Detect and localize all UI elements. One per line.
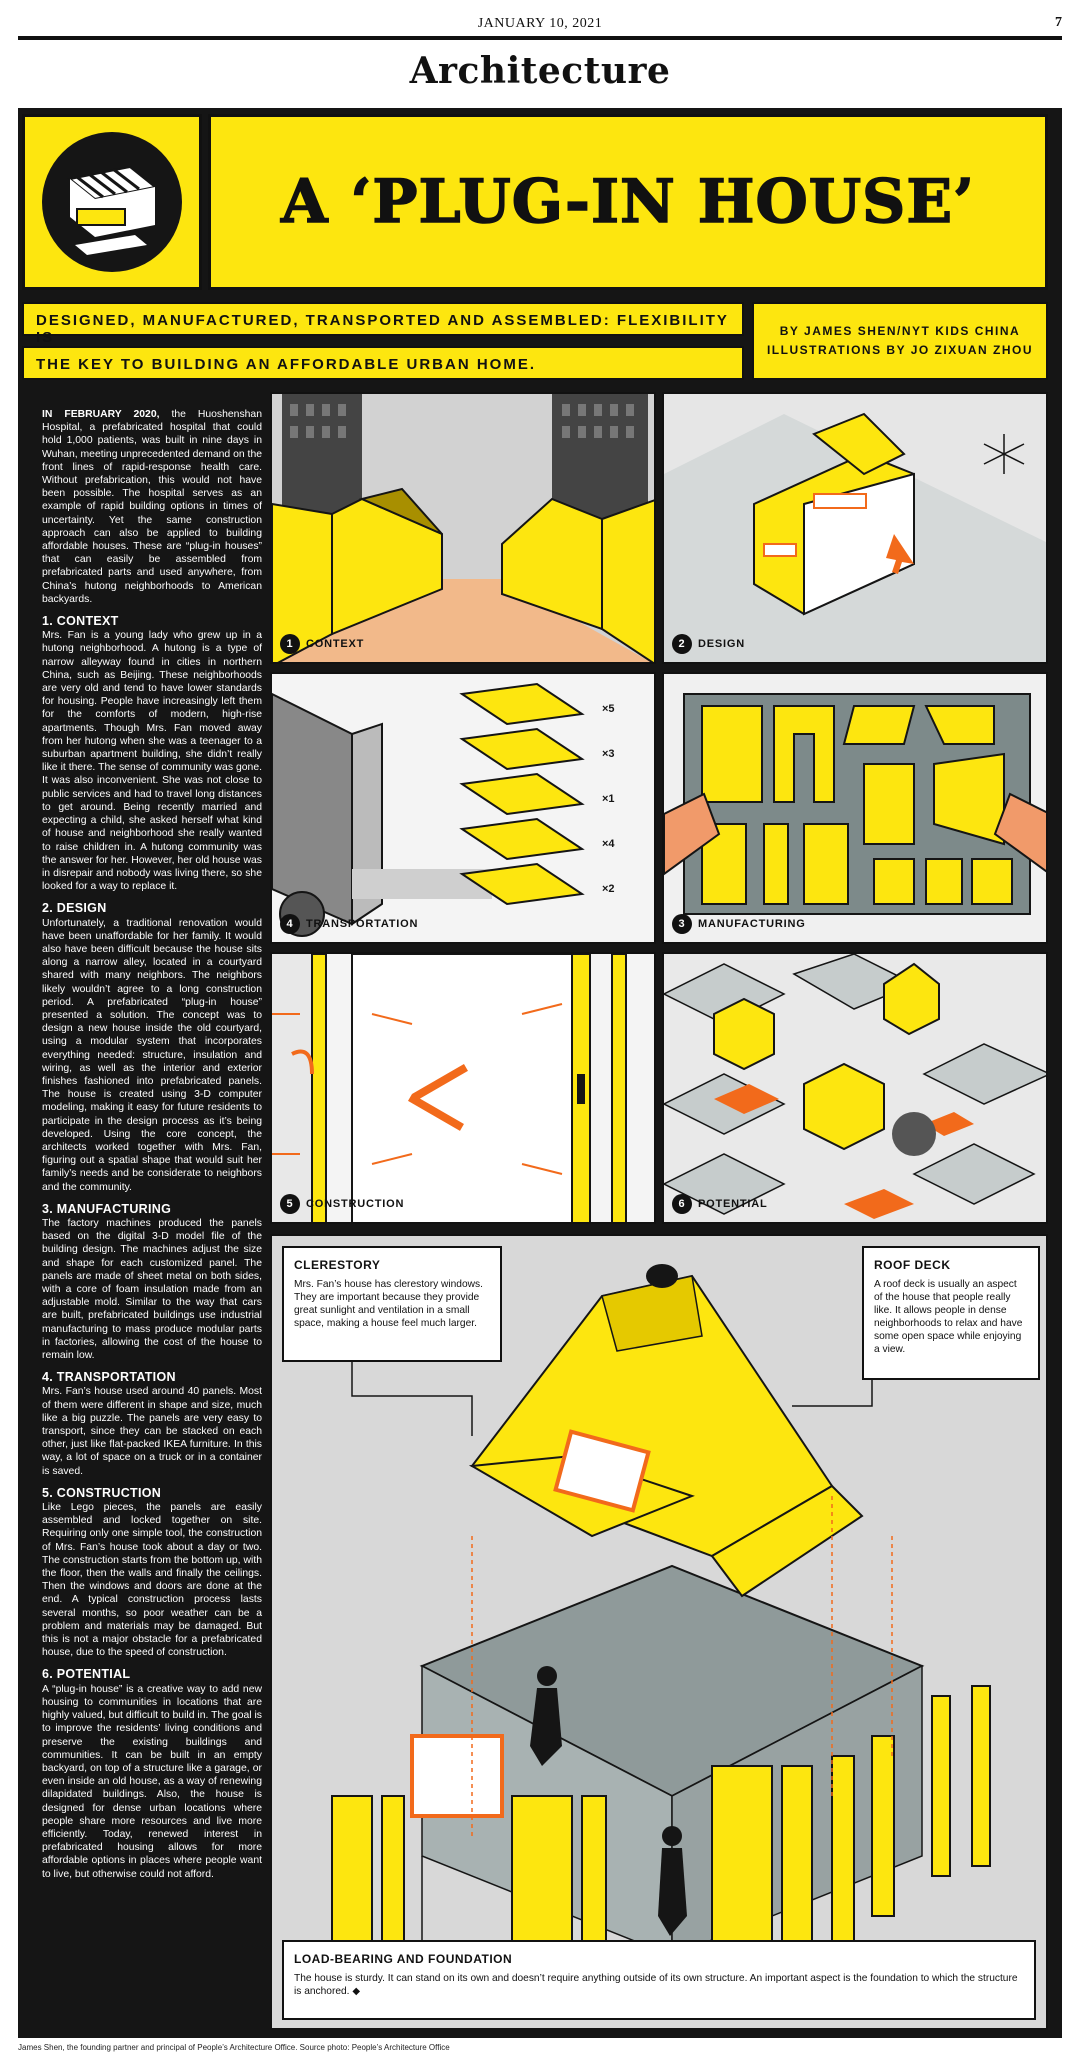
panel-title: DESIGN — [698, 638, 745, 650]
article-text-column: IN FEBRUARY 2020, the Huoshenshan Hospit… — [42, 408, 262, 2038]
panel-manufacturing: 3 MANUFACTURING — [662, 672, 1048, 944]
intro-paragraph: IN FEBRUARY 2020, the Huoshenshan Hospit… — [42, 408, 262, 606]
section-heading: 1. CONTEXT — [42, 614, 119, 629]
panel-title: POTENTIAL — [698, 1198, 768, 1210]
byline-illustrator: ILLUSTRATIONS BY JO ZIXUAN ZHOU — [766, 343, 1034, 357]
subtitle-line-2: THE KEY TO BUILDING AN AFFORDABLE URBAN … — [22, 346, 744, 380]
panel-number: 4 — [280, 914, 300, 934]
bird-icon — [646, 1264, 678, 1288]
callout-heading: ROOF DECK — [874, 1258, 951, 1272]
stack-count: ×5 — [602, 703, 615, 715]
section-heading: 4. TRANSPORTATION — [42, 1370, 176, 1385]
headline: A ‘PLUG-IN HOUSE’ — [280, 166, 975, 238]
section-body: Mrs. Fan is a young lady who grew up in … — [42, 630, 262, 893]
masthead: JANUARY 10, 2021 7 — [18, 12, 1062, 40]
panel-title: CONTEXT — [306, 638, 365, 650]
worker-figure-icon — [530, 1666, 562, 1766]
intro-lead: IN FEBRUARY 2020, — [42, 409, 160, 420]
panel-title: MANUFACTURING — [698, 918, 806, 930]
page-number: 7 — [1055, 15, 1062, 30]
panel-number: 5 — [280, 1194, 300, 1214]
hand-icon — [664, 792, 721, 876]
exploded-house-panel: CLERESTORY Mrs. Fan’s house has cleresto… — [270, 1234, 1048, 2030]
subtitle-line-1: DESIGNED, MANUFACTURED, TRANSPORTED AND … — [22, 302, 744, 346]
neighborhood-illustration — [664, 954, 1046, 1222]
section-body: A “plug-in house” is a creative way to a… — [42, 1683, 262, 1880]
section-title: Architecture — [409, 50, 671, 92]
panel-label: 2 DESIGN — [672, 634, 745, 654]
panel-number: 2 — [672, 634, 692, 654]
byline-box: BY JAMES SHEN/NYT KIDS CHINA ILLUSTRATIO… — [752, 302, 1048, 380]
truck-panels-illustration: ×5 ×3 ×1 ×4 ×2 — [272, 674, 654, 942]
panel-label: 3 MANUFACTURING — [672, 914, 806, 934]
panel-label: 6 POTENTIAL — [672, 1194, 768, 1214]
callout-body: A roof deck is usually an aspect of the … — [874, 1279, 1023, 1355]
callout-foundation: LOAD-BEARING AND FOUNDATION The house is… — [282, 1940, 1036, 2020]
section-body: The factory machines produced the panels… — [42, 1217, 262, 1362]
byline-author: BY JAMES SHEN/NYT KIDS CHINA — [779, 324, 1021, 338]
callout-clerestory: CLERESTORY Mrs. Fan’s house has cleresto… — [282, 1246, 502, 1362]
panel-potential: 6 POTENTIAL — [662, 952, 1048, 1224]
callout-heading: CLERESTORY — [294, 1258, 381, 1272]
panel-number: 6 — [672, 1194, 692, 1214]
callout-body: The house is sturdy. It can stand on its… — [294, 1973, 1018, 1997]
intro-body: the Huoshenshan Hospital, a prefabricate… — [42, 409, 262, 605]
worker-figure-icon — [658, 1826, 687, 1936]
callout-heading: LOAD-BEARING AND FOUNDATION — [294, 1952, 513, 1966]
hutong-alley-illustration — [272, 394, 654, 662]
panel-title: TRANSPORTATION — [306, 918, 419, 930]
wrench-icon — [291, 1049, 314, 1075]
bracket-icon — [408, 1064, 468, 1131]
callout-body: Mrs. Fan’s house has clerestory windows.… — [294, 1279, 483, 1329]
house-module-icon — [42, 132, 182, 272]
title-banner: A ‘PLUG-IN HOUSE’ — [208, 114, 1048, 290]
axis-icon — [983, 434, 1025, 474]
panel-design: 2 DESIGN — [662, 392, 1048, 664]
section-body: Unfortunately, a traditional renovation … — [42, 917, 262, 1193]
section-heading: 2. DESIGN — [42, 901, 107, 916]
panel-assembly-illustration — [272, 954, 654, 1222]
stack-count: ×4 — [602, 838, 615, 850]
panel-construction: 5 CONSTRUCTION — [270, 952, 656, 1224]
3d-model-illustration — [664, 394, 1046, 662]
panel-context: 1 CONTEXT — [270, 392, 656, 664]
panel-label: 1 CONTEXT — [280, 634, 364, 654]
photo-credit: James Shen, the founding partner and pri… — [18, 2043, 450, 2052]
section-heading: 3. MANUFACTURING — [42, 1201, 172, 1216]
logo-box — [22, 114, 202, 290]
panel-number: 1 — [280, 634, 300, 654]
panel-label: 4 TRANSPORTATION — [280, 914, 418, 934]
panel-label: 5 CONSTRUCTION — [280, 1194, 404, 1214]
stack-count: ×2 — [602, 883, 615, 895]
stack-count: ×3 — [602, 748, 615, 760]
section-body: Like Lego pieces, the panels are easily … — [42, 1502, 262, 1659]
section-heading: 6. POTENTIAL — [42, 1667, 131, 1682]
cursor-icon — [886, 534, 914, 574]
stack-count: ×1 — [602, 793, 615, 805]
panel-transportation: ×5 ×3 ×1 ×4 ×2 4 TRANSPORTATION — [270, 672, 656, 944]
callout-roof-deck: ROOF DECK A roof deck is usually an aspe… — [862, 1246, 1040, 1380]
panel-number: 3 — [672, 914, 692, 934]
model-kit-sprue-illustration — [664, 674, 1046, 942]
hand-icon — [993, 792, 1046, 873]
issue-date: JANUARY 10, 2021 — [477, 16, 603, 31]
section-body: Mrs. Fan’s house used around 40 panels. … — [42, 1386, 262, 1477]
section-heading: 5. CONSTRUCTION — [42, 1485, 162, 1500]
panel-title: CONSTRUCTION — [306, 1198, 405, 1210]
